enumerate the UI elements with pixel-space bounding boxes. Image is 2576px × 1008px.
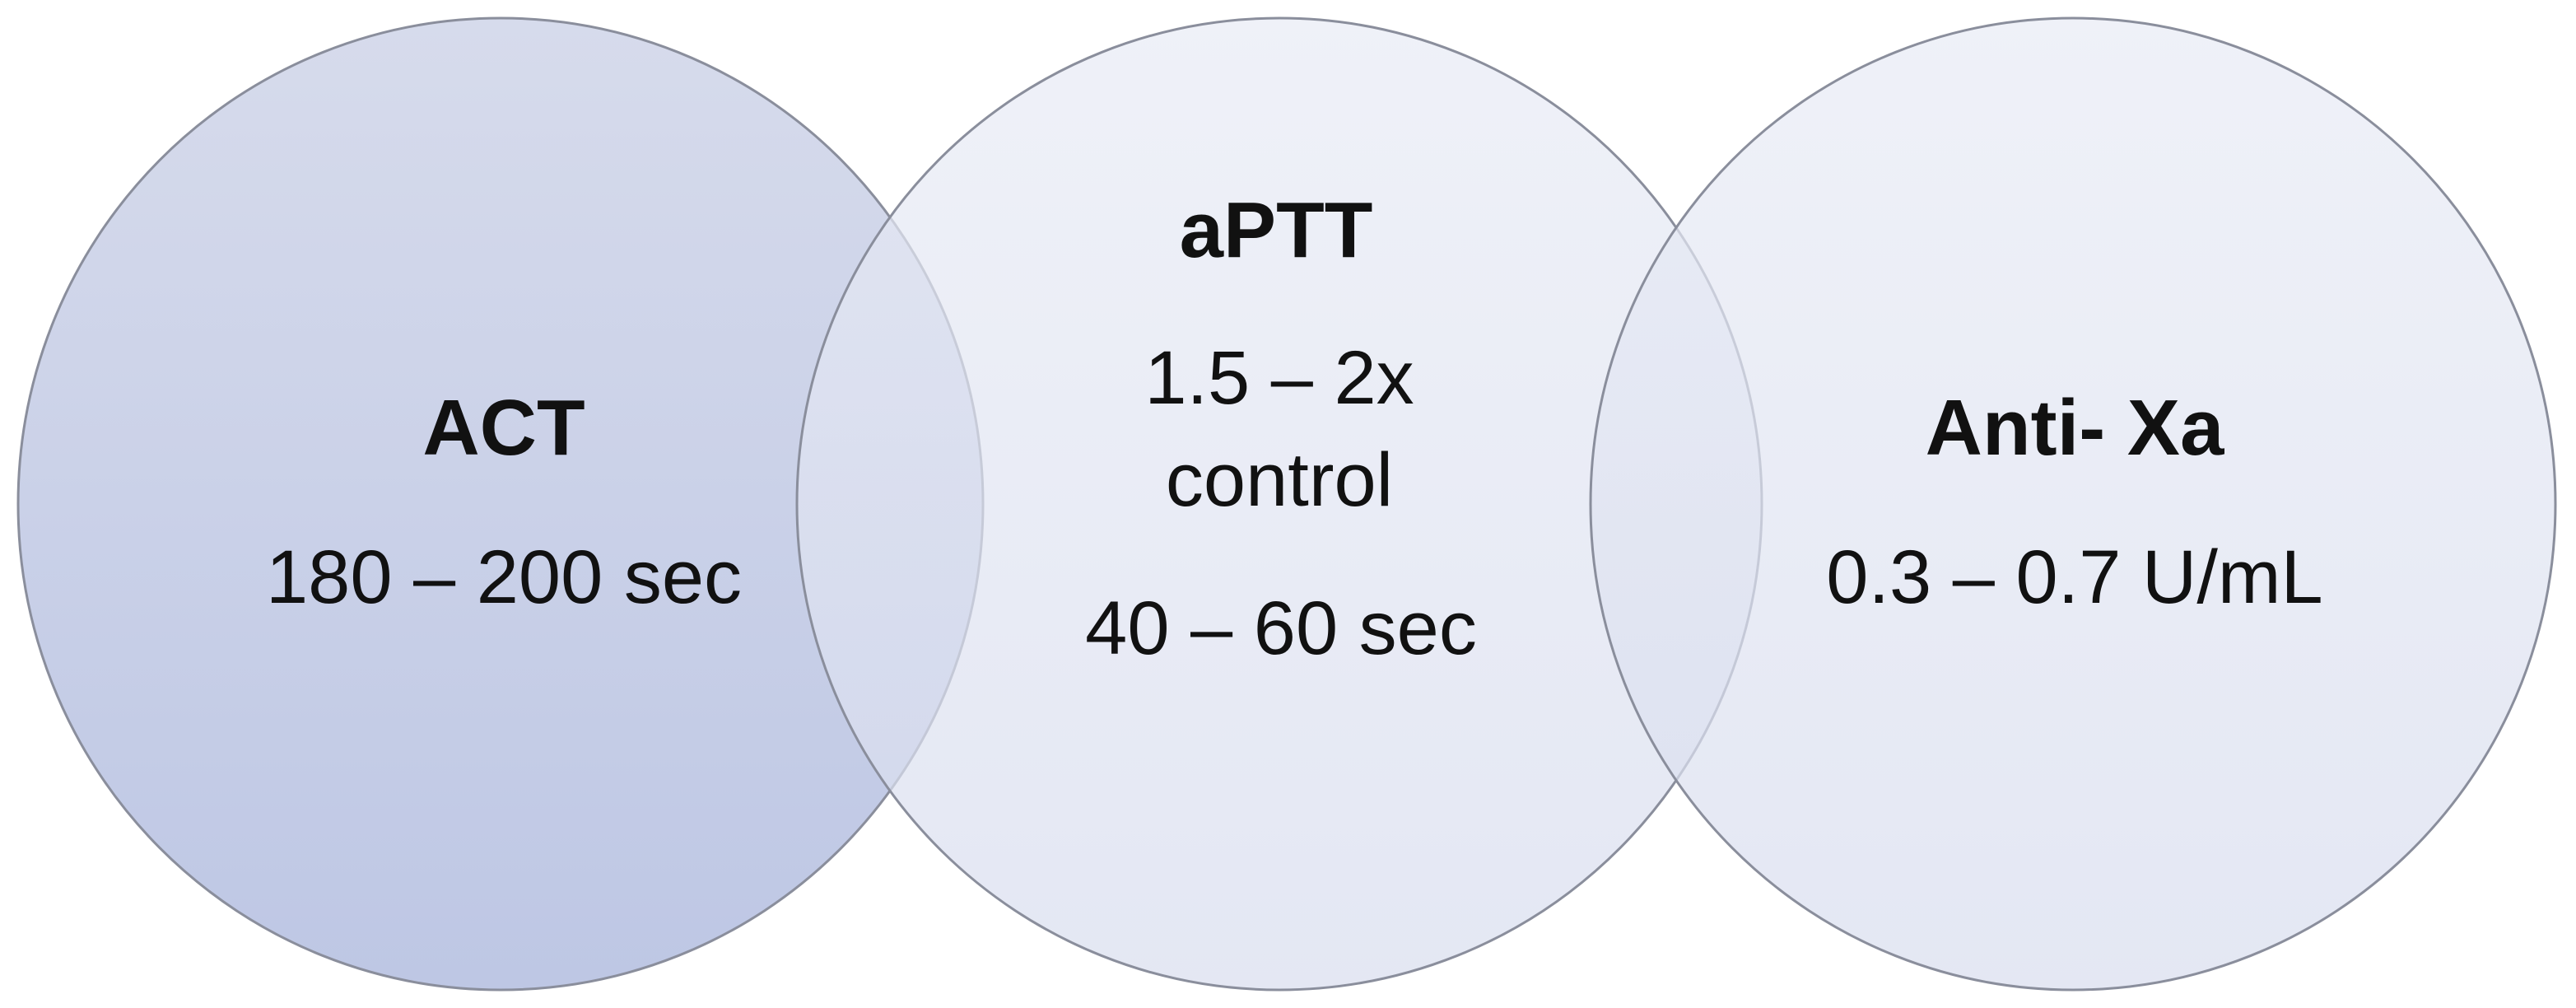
- act-range: 180 – 200 sec: [266, 535, 742, 619]
- aptt-title: aPTT: [1180, 186, 1373, 274]
- aptt-ratio: 1.5 – 2x: [1144, 336, 1414, 420]
- act-title: ACT: [422, 384, 585, 472]
- anti-xa-circle: [1589, 16, 2557, 992]
- aptt-ratio-unit: control: [1166, 438, 1393, 522]
- anti-xa-range: 0.3 – 0.7 U/mL: [1826, 535, 2322, 619]
- aptt-seconds: 40 – 60 sec: [1085, 586, 1477, 670]
- anti-xa-title: Anti- Xa: [1926, 384, 2224, 472]
